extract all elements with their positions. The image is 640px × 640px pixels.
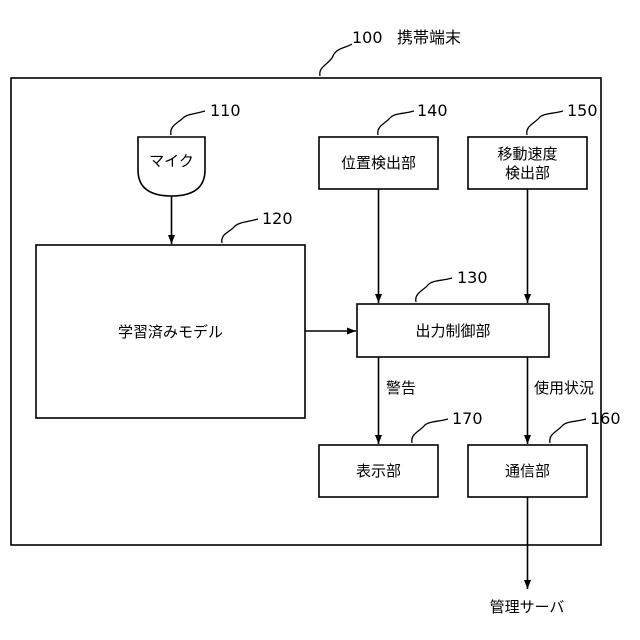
edge-label-usage: 使用状況 <box>534 379 594 397</box>
comm-ref: 160 <box>590 409 621 428</box>
model-label: 学習済みモデル <box>118 323 223 341</box>
server-label: 管理サーバ <box>490 598 565 616</box>
speed-label-line1: 移動速度 <box>497 145 557 163</box>
model-ref: 120 <box>262 209 293 228</box>
position-label: 位置検出部 <box>341 154 416 172</box>
device-ref-leader <box>320 44 352 76</box>
mic-label: マイク <box>149 152 194 170</box>
output-control-ref: 130 <box>457 268 488 287</box>
device-label: 携帯端末 <box>397 28 461 47</box>
edge-label-warning: 警告 <box>386 379 416 397</box>
speed-ref: 150 <box>567 101 598 120</box>
display-ref: 170 <box>452 409 483 428</box>
position-ref: 140 <box>417 101 448 120</box>
display-label: 表示部 <box>356 462 401 480</box>
speed-label-line2: 検出部 <box>505 164 550 182</box>
output-control-label: 出力制御部 <box>415 322 490 340</box>
device-ref: 100 <box>352 28 383 47</box>
comm-label: 通信部 <box>505 462 550 480</box>
mic-ref: 110 <box>210 101 241 120</box>
